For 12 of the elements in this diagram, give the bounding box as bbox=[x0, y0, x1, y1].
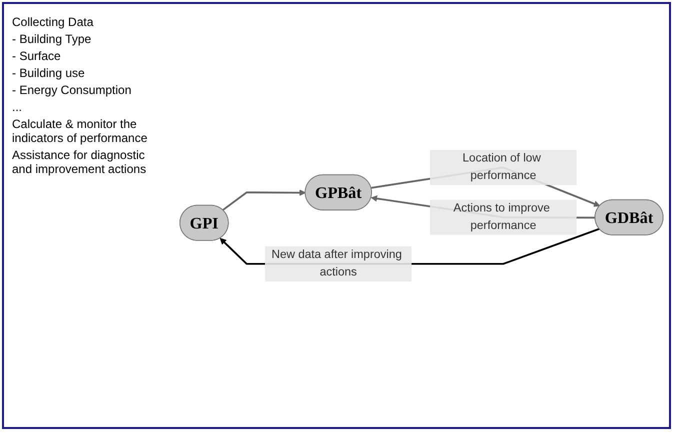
list-item: - Building Type bbox=[12, 32, 92, 46]
list-item: Calculate & monitor the indicators of performance bbox=[12, 117, 148, 145]
list-item: Assistance for diagnostic and improvement actions bbox=[12, 148, 148, 176]
edge-label: New data after improving actions bbox=[271, 248, 402, 278]
list-item: - Surface bbox=[12, 49, 62, 63]
list-item: Collecting Data bbox=[12, 15, 94, 29]
arrow bbox=[222, 189, 306, 211]
edge-label: Actions to improve performance bbox=[453, 202, 550, 232]
list-item: - Building use bbox=[12, 66, 86, 80]
list-item: - Energy Consumption bbox=[12, 83, 132, 97]
list-item: ... bbox=[12, 100, 24, 114]
edge-label: Location of low performance bbox=[462, 152, 541, 182]
